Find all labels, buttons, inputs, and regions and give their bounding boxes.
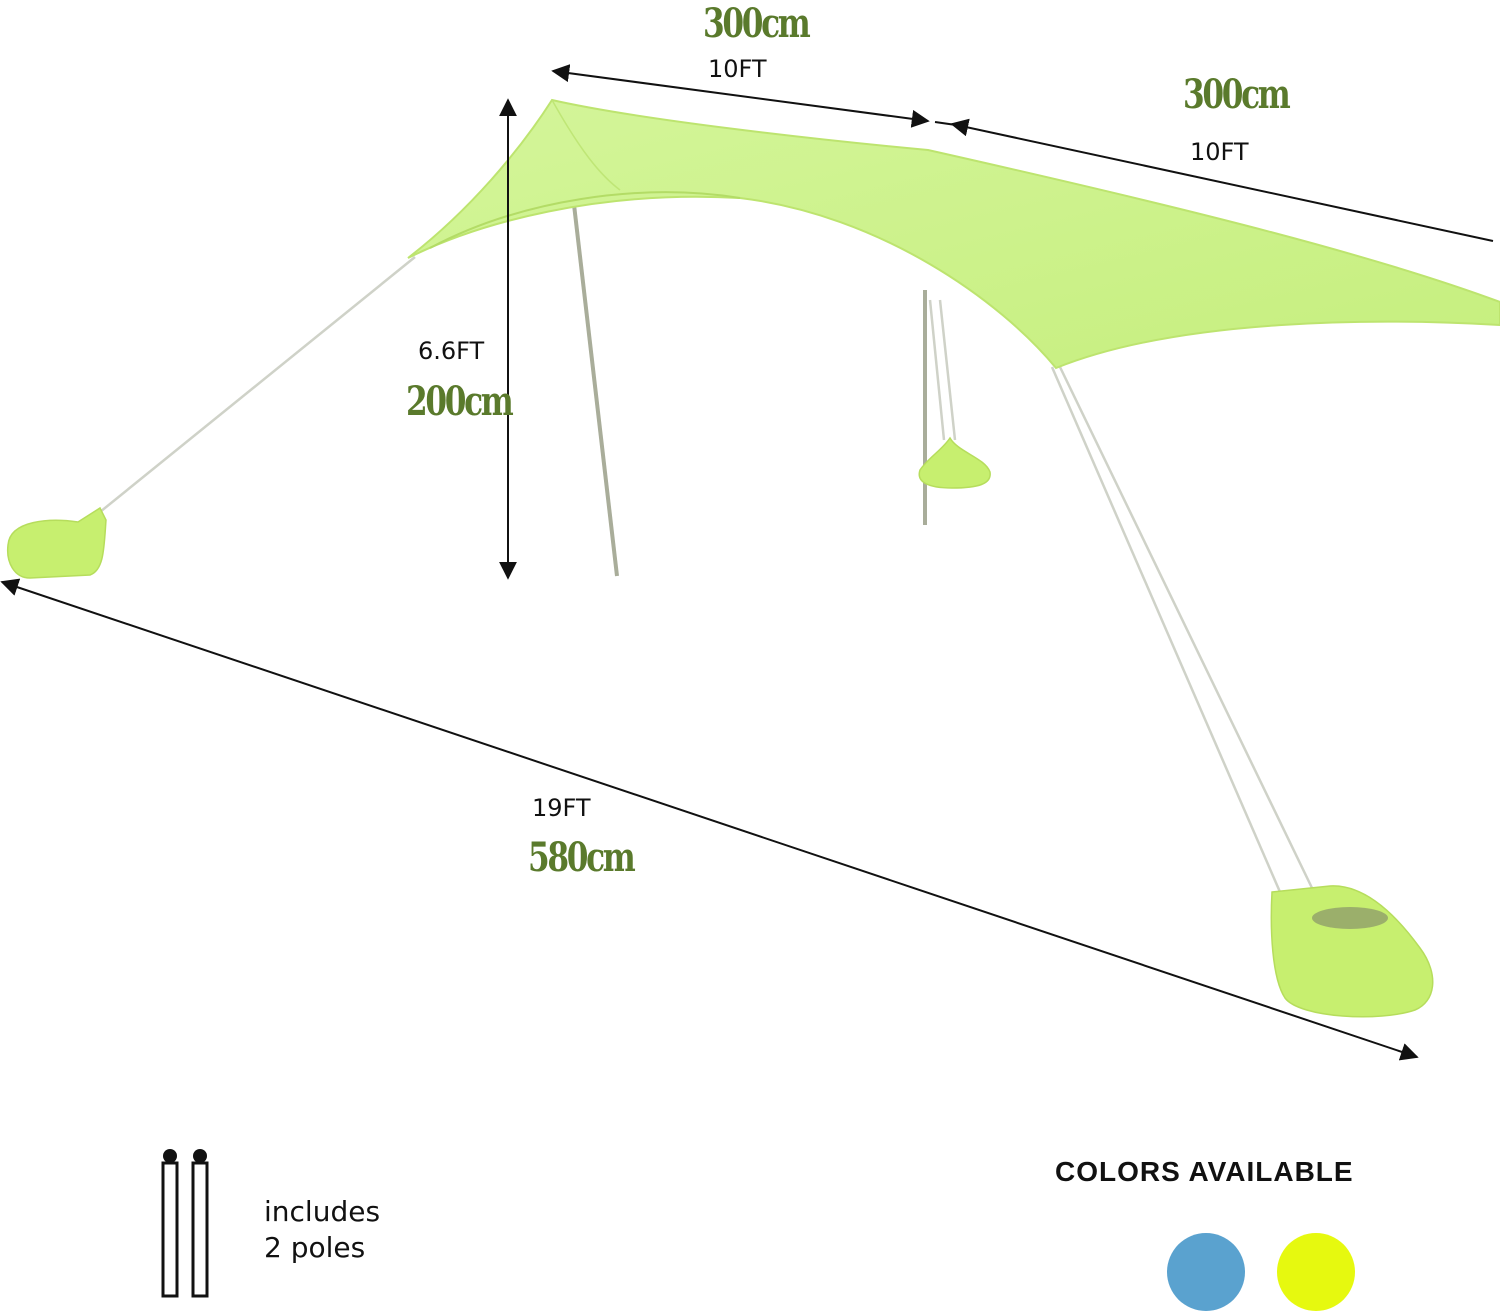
dimension-arrow-right bbox=[950, 118, 1494, 242]
guy-rope-front-b bbox=[1058, 366, 1314, 889]
poles-caption-line1: includes bbox=[264, 1195, 381, 1228]
sandbag-left bbox=[6, 506, 107, 579]
guy-rope-back-b bbox=[938, 299, 957, 441]
sandbag-front bbox=[1270, 885, 1434, 1018]
height-metric: 200cm bbox=[406, 378, 514, 425]
color-swatch-blue bbox=[1167, 1233, 1245, 1311]
sandbag-back bbox=[918, 436, 991, 489]
width-right-imperial: 10FT bbox=[1190, 138, 1249, 166]
tent-canopy bbox=[407, 98, 1500, 370]
tent-poles bbox=[568, 169, 927, 577]
guy-rope-left bbox=[99, 256, 416, 513]
guy-rope-back-a bbox=[928, 299, 946, 441]
diagonal-imperial: 19FT bbox=[532, 794, 591, 822]
dimension-arrow-top bbox=[551, 64, 930, 128]
colors-available-title: COLORS AVAILABLE bbox=[1055, 1156, 1354, 1187]
poles-caption: includes 2 poles bbox=[264, 1194, 380, 1267]
width-top-metric: 300cm bbox=[703, 0, 811, 47]
guy-rope-front-a bbox=[1050, 366, 1282, 893]
width-top-imperial: 10FT bbox=[708, 55, 767, 83]
diagonal-metric: 580cm bbox=[528, 834, 636, 881]
color-swatch-lime bbox=[1277, 1233, 1355, 1311]
poles-icon bbox=[161, 1149, 209, 1298]
width-right-metric: 300cm bbox=[1183, 71, 1291, 118]
dimension-lines bbox=[0, 64, 1494, 1061]
guy-ropes bbox=[99, 256, 1314, 893]
pole-front bbox=[568, 169, 619, 577]
dimension-arrow-diagonal bbox=[0, 578, 1419, 1061]
height-imperial: 6.6FT bbox=[418, 337, 485, 365]
poles-caption-line2: 2 poles bbox=[264, 1231, 366, 1265]
